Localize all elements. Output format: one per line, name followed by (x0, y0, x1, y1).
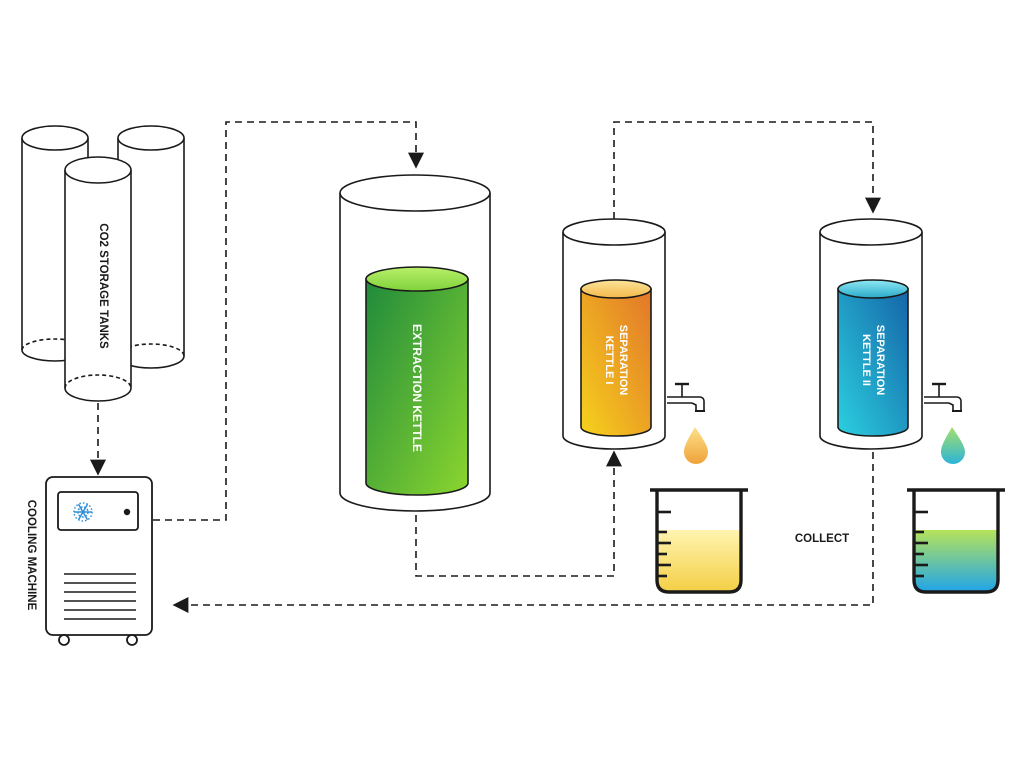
cooling-machine-vents (64, 573, 136, 620)
separation-kettle-2-liquid (837, 288, 909, 437)
snowflake-icon (73, 502, 93, 522)
cooling-machine-label: COOLING MACHINE (25, 500, 37, 611)
flow-separation-2-to-cooler (172, 452, 874, 613)
flow-lines (90, 121, 881, 613)
beaker-1-liquid (657, 530, 741, 592)
wheel-right (126, 634, 138, 646)
extraction-kettle (339, 174, 491, 512)
flow-cooler-to-extraction (153, 121, 424, 521)
droplet-icon (684, 427, 708, 464)
co2-tank-right (117, 125, 185, 369)
separation-kettle-2 (819, 218, 923, 450)
separation-kettle-2-label-line2: KETTLE II (860, 334, 872, 386)
droplet-icon (941, 427, 965, 464)
cooling-machine (45, 476, 153, 646)
cooling-machine-panel (57, 491, 139, 531)
flow-extraction-to-separation-1 (415, 450, 622, 577)
collect-label: COLLECT (795, 533, 849, 545)
co2-tanks-label: CO2 STORAGE TANKS (97, 223, 109, 349)
co2-tank-front (64, 156, 132, 402)
power-indicator (123, 508, 131, 516)
separation-kettle-1-label-line2: KETTLE I (603, 336, 615, 385)
separation-kettle-1 (562, 218, 666, 450)
extraction-kettle-liquid (365, 278, 469, 496)
separation-kettle-1-label-line1: SEPARATION (617, 325, 629, 396)
wheel-left (58, 634, 70, 646)
separation-kettle-1-liquid (580, 288, 652, 437)
beaker-2-liquid (914, 530, 998, 592)
flow-separation-1-to-2 (613, 121, 881, 219)
faucet-icon (667, 382, 705, 412)
beaker-1 (650, 488, 748, 594)
extraction-kettle-label: EXTRACTION KETTLE (410, 324, 424, 452)
co2-storage-tanks (21, 125, 185, 402)
faucet-icon (924, 382, 962, 412)
beaker-2 (907, 488, 1005, 594)
separation-kettle-2-label-line1: SEPARATION (874, 325, 886, 396)
